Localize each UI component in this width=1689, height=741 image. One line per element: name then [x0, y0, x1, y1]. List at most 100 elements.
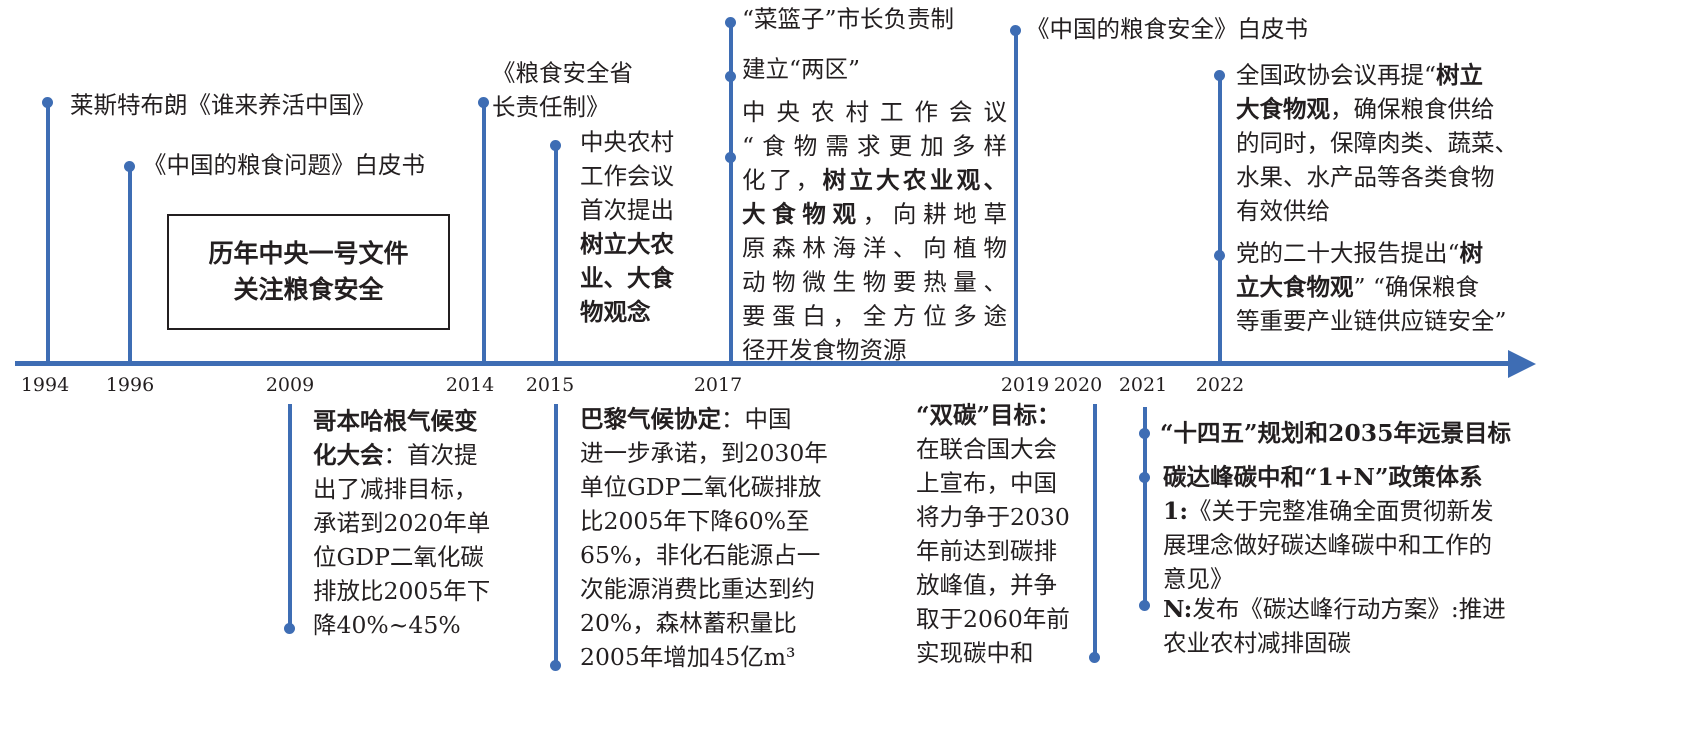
event-1994: 莱斯特布朗《谁来养活中国》	[70, 88, 376, 122]
text: 年前达到碳排	[916, 537, 1057, 565]
text-line: 化大会：首次提	[313, 438, 490, 472]
text-line: 工作会议	[580, 159, 674, 193]
text: 工作会议	[580, 162, 674, 190]
dot-2017c	[725, 152, 736, 163]
text-line: 原森林海洋、向植物	[742, 231, 1007, 265]
text-line: 进一步承诺，到2030年	[580, 436, 828, 470]
event-2015-paris: 巴黎气候协定：中国进一步承诺，到2030年单位GDP二氧化碳排放比2005年下降…	[580, 402, 828, 674]
dot-2017a	[725, 17, 736, 28]
text: 《粮食安全省	[492, 59, 633, 87]
arrow-head-icon	[1508, 350, 1536, 378]
box-line-2: 关注粮食安全	[233, 275, 384, 304]
text: ，确保粮食供给	[1330, 95, 1495, 123]
text: 有效供给	[1236, 197, 1330, 225]
text-line: 位GDP二氧化碳	[313, 540, 490, 574]
text-line: 承诺到2020年单	[313, 506, 490, 540]
text: 《中国的粮食问题》白皮书	[143, 151, 425, 179]
text: 《关于完整准确全面贯彻新发	[1188, 497, 1494, 525]
text-line: 放峰值，并争	[916, 568, 1070, 602]
bold-text: 树	[1459, 239, 1484, 267]
text: 实现碳中和	[916, 639, 1034, 667]
text-line: “食物需求更加多样	[742, 129, 1007, 163]
text: 化了，	[742, 166, 823, 194]
text: 径开发食物资源	[742, 336, 907, 364]
text-line: 将力争于2030	[916, 500, 1070, 534]
event-2017-rural-work-conference: 中央农村工作会议“食物需求更加多样化了，树立大农业观、大食物观，向耕地草原森林海…	[742, 95, 1007, 367]
text: 放峰值，并争	[916, 571, 1057, 599]
text-line: 树立大农	[580, 227, 674, 261]
text-line: 巴黎气候协定：中国	[580, 402, 828, 436]
text: 将力争于2030	[916, 503, 1070, 531]
text: “菜篮子”市长负责制	[742, 5, 955, 33]
stem-2009	[288, 404, 292, 628]
text-line: 65%，非化石能源占一	[580, 538, 828, 572]
text-line: 的同时，保障肉类、蔬菜、	[1236, 126, 1518, 160]
text: 要蛋白，全方位多途	[742, 302, 1007, 330]
year-label: 2020	[1053, 374, 1103, 396]
dot-2019	[1010, 25, 1021, 36]
text-line: 全国政协会议再提“树立	[1236, 58, 1518, 92]
dot-2014	[478, 97, 489, 108]
text: 的同时，保障肉类、蔬菜、	[1236, 129, 1518, 157]
text-line: 水果、水产品等各类食物	[1236, 160, 1518, 194]
text-line: “双碳”目标：	[916, 398, 1070, 432]
text: 首次提出	[580, 196, 674, 224]
text: 农业农村减排固碳	[1163, 629, 1351, 657]
text: 等重要产业链供应链安全”	[1236, 307, 1507, 335]
text-line: 比2005年下降60%至	[580, 504, 828, 538]
bold-text: 化大会	[313, 441, 384, 469]
text: 发布《碳达峰行动方案》:推进	[1192, 595, 1506, 623]
bold-text: N:	[1163, 595, 1193, 623]
text: 在联合国大会	[916, 435, 1057, 463]
text: 次能源消费比重达到约	[580, 575, 815, 603]
bold-text: 物观念	[580, 298, 651, 326]
text-line: “菜篮子”市长负责制	[742, 2, 954, 36]
text-line: 立大食物观” “确保粮食	[1236, 270, 1507, 304]
text: 展理念做好碳达峰碳中和工作的	[1163, 531, 1492, 559]
bold-text: 业、大食	[580, 264, 674, 292]
text-line: 展理念做好碳达峰碳中和工作的	[1163, 528, 1494, 562]
dot-2021c	[1139, 600, 1150, 611]
text: 20%，森林蓄积量比	[580, 609, 797, 637]
text: 2005年增加45亿m³	[580, 643, 796, 671]
text-line: 大食物观，确保粮食供给	[1236, 92, 1518, 126]
bold-text: 巴黎气候协定	[580, 405, 721, 433]
text: ” “确保粮食	[1353, 273, 1480, 301]
text: 取于2060年前	[916, 605, 1070, 633]
event-2019: 《中国的粮食安全》白皮书	[1026, 12, 1308, 46]
text: 位GDP二氧化碳	[313, 543, 484, 571]
text-line: 大食物观，向耕地草	[742, 197, 1007, 231]
text: 长责任制》	[492, 93, 610, 121]
text-line: 中央农村工作会议	[742, 95, 1007, 129]
text: 进一步承诺，到2030年	[580, 439, 828, 467]
dot-2020	[1089, 652, 1100, 663]
text: ：中国	[721, 405, 792, 433]
text: 比2005年下降60%至	[580, 507, 810, 535]
text-line: 农业农村减排固碳	[1163, 626, 1506, 660]
text-line: 《中国的粮食安全》白皮书	[1026, 12, 1308, 46]
bold-text: 碳达峰碳中和“1+N”政策体系	[1163, 463, 1483, 491]
year-label: 2015	[525, 374, 575, 396]
stem-2014	[482, 103, 486, 363]
text-line: 取于2060年前	[916, 602, 1070, 636]
dot-1994	[42, 97, 53, 108]
event-2014: 《粮食安全省长责任制》	[492, 56, 633, 124]
event-2017-vegetable-basket: “菜篮子”市长负责制	[742, 2, 954, 36]
text-line: 物观念	[580, 295, 674, 329]
bold-text: 树立	[1436, 61, 1484, 89]
text: 全国政协会议再提“	[1236, 61, 1437, 89]
year-label: 2014	[445, 374, 495, 396]
text-line: 中央农村	[580, 125, 674, 159]
bold-text: “十四五”规划和2035年远景目标	[1160, 419, 1511, 447]
text: ：首次提	[383, 441, 478, 469]
text: 单位GDP二氧化碳排放	[580, 473, 822, 501]
year-label: 1996	[105, 374, 155, 396]
stem-1994	[46, 103, 50, 363]
text-line: 年前达到碳排	[916, 534, 1070, 568]
bold-text: 1:	[1163, 497, 1189, 525]
text-line: 莱斯特布朗《谁来养活中国》	[70, 88, 376, 122]
text: 原森林海洋、向植物	[742, 234, 1007, 262]
text-line: 排放比2005年下	[313, 574, 490, 608]
